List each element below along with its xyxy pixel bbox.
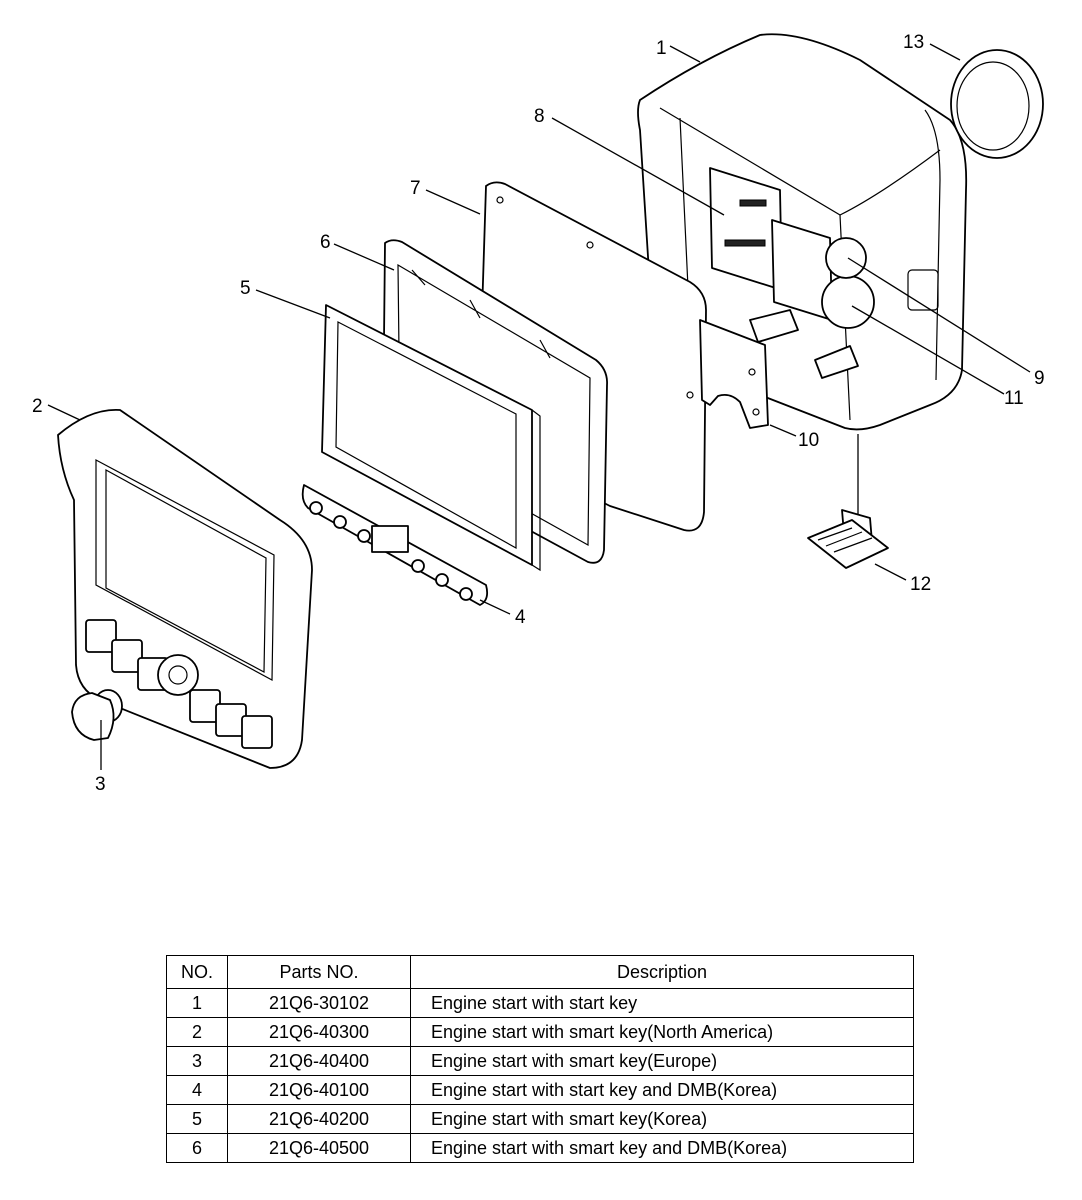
table-row: 2 21Q6-40300 Engine start with smart key… xyxy=(166,1017,914,1047)
cell-no: 5 xyxy=(166,1104,228,1134)
part-bracket xyxy=(699,319,769,429)
callout-11: 11 xyxy=(1004,388,1024,409)
cell-part-no: 21Q6-40300 xyxy=(227,1017,411,1047)
header-parts-no: Parts NO. xyxy=(227,955,411,989)
cell-description: Engine start with smart key and DMB(Kore… xyxy=(410,1133,914,1163)
callout-5: 5 xyxy=(240,278,251,299)
table-row: 1 21Q6-30102 Engine start with start key xyxy=(166,988,914,1018)
callout-10: 10 xyxy=(798,430,819,451)
table-row: 4 21Q6-40100 Engine start with start key… xyxy=(166,1075,914,1105)
cell-part-no: 21Q6-40400 xyxy=(227,1046,411,1076)
cell-no: 3 xyxy=(166,1046,228,1076)
cell-part-no: 21Q6-40500 xyxy=(227,1133,411,1163)
part-ring-cap xyxy=(950,49,1044,159)
callout-labels: 1 2 3 4 5 6 7 8 9 10 11 12 13 xyxy=(32,32,1045,795)
cell-description: Engine start with smart key(Europe) xyxy=(410,1046,914,1076)
callout-6: 6 xyxy=(320,232,331,253)
leader-lines xyxy=(47,43,1031,770)
cell-part-no: 21Q6-40200 xyxy=(227,1104,411,1134)
exploded-parts-diagram: 1 2 3 4 5 6 7 8 9 10 11 12 13 xyxy=(32,32,1045,795)
cell-part-no: 21Q6-40100 xyxy=(227,1075,411,1105)
cell-description: Engine start with start key xyxy=(410,988,914,1018)
cell-description: Engine start with start key and DMB(Kore… xyxy=(410,1075,914,1105)
header-description: Description xyxy=(410,955,914,989)
callout-7: 7 xyxy=(410,178,421,199)
callout-4: 4 xyxy=(515,607,526,628)
header-no: NO. xyxy=(166,955,228,989)
parts-table: NO. Parts NO. Description 1 21Q6-30102 E… xyxy=(166,955,914,1163)
part-knob xyxy=(71,689,123,741)
table-row: 6 21Q6-40500 Engine start with smart key… xyxy=(166,1133,914,1163)
callout-9: 9 xyxy=(1034,368,1045,389)
part-button-board xyxy=(301,484,489,606)
part-circuit-board xyxy=(709,167,783,291)
table-row: 5 21Q6-40200 Engine start with smart key… xyxy=(166,1104,914,1134)
cell-description: Engine start with smart key(North Americ… xyxy=(410,1017,914,1047)
part-lcd-panel xyxy=(321,304,541,572)
callout-8: 8 xyxy=(534,106,545,127)
part-key xyxy=(807,509,889,569)
callout-12: 12 xyxy=(910,574,931,595)
callout-1: 1 xyxy=(656,38,667,59)
table-header-row: NO. Parts NO. Description xyxy=(166,955,914,989)
cell-part-no: 21Q6-30102 xyxy=(227,988,411,1018)
cell-no: 6 xyxy=(166,1133,228,1163)
part-front-bezel xyxy=(57,409,313,769)
callout-3: 3 xyxy=(95,774,106,795)
cell-no: 2 xyxy=(166,1017,228,1047)
cell-no: 4 xyxy=(166,1075,228,1105)
callout-2: 2 xyxy=(32,396,43,417)
part-speaker xyxy=(749,219,875,379)
table-row: 3 21Q6-40400 Engine start with smart key… xyxy=(166,1046,914,1076)
callout-13: 13 xyxy=(903,32,924,53)
cell-description: Engine start with smart key(Korea) xyxy=(410,1104,914,1134)
cell-no: 1 xyxy=(166,988,228,1018)
